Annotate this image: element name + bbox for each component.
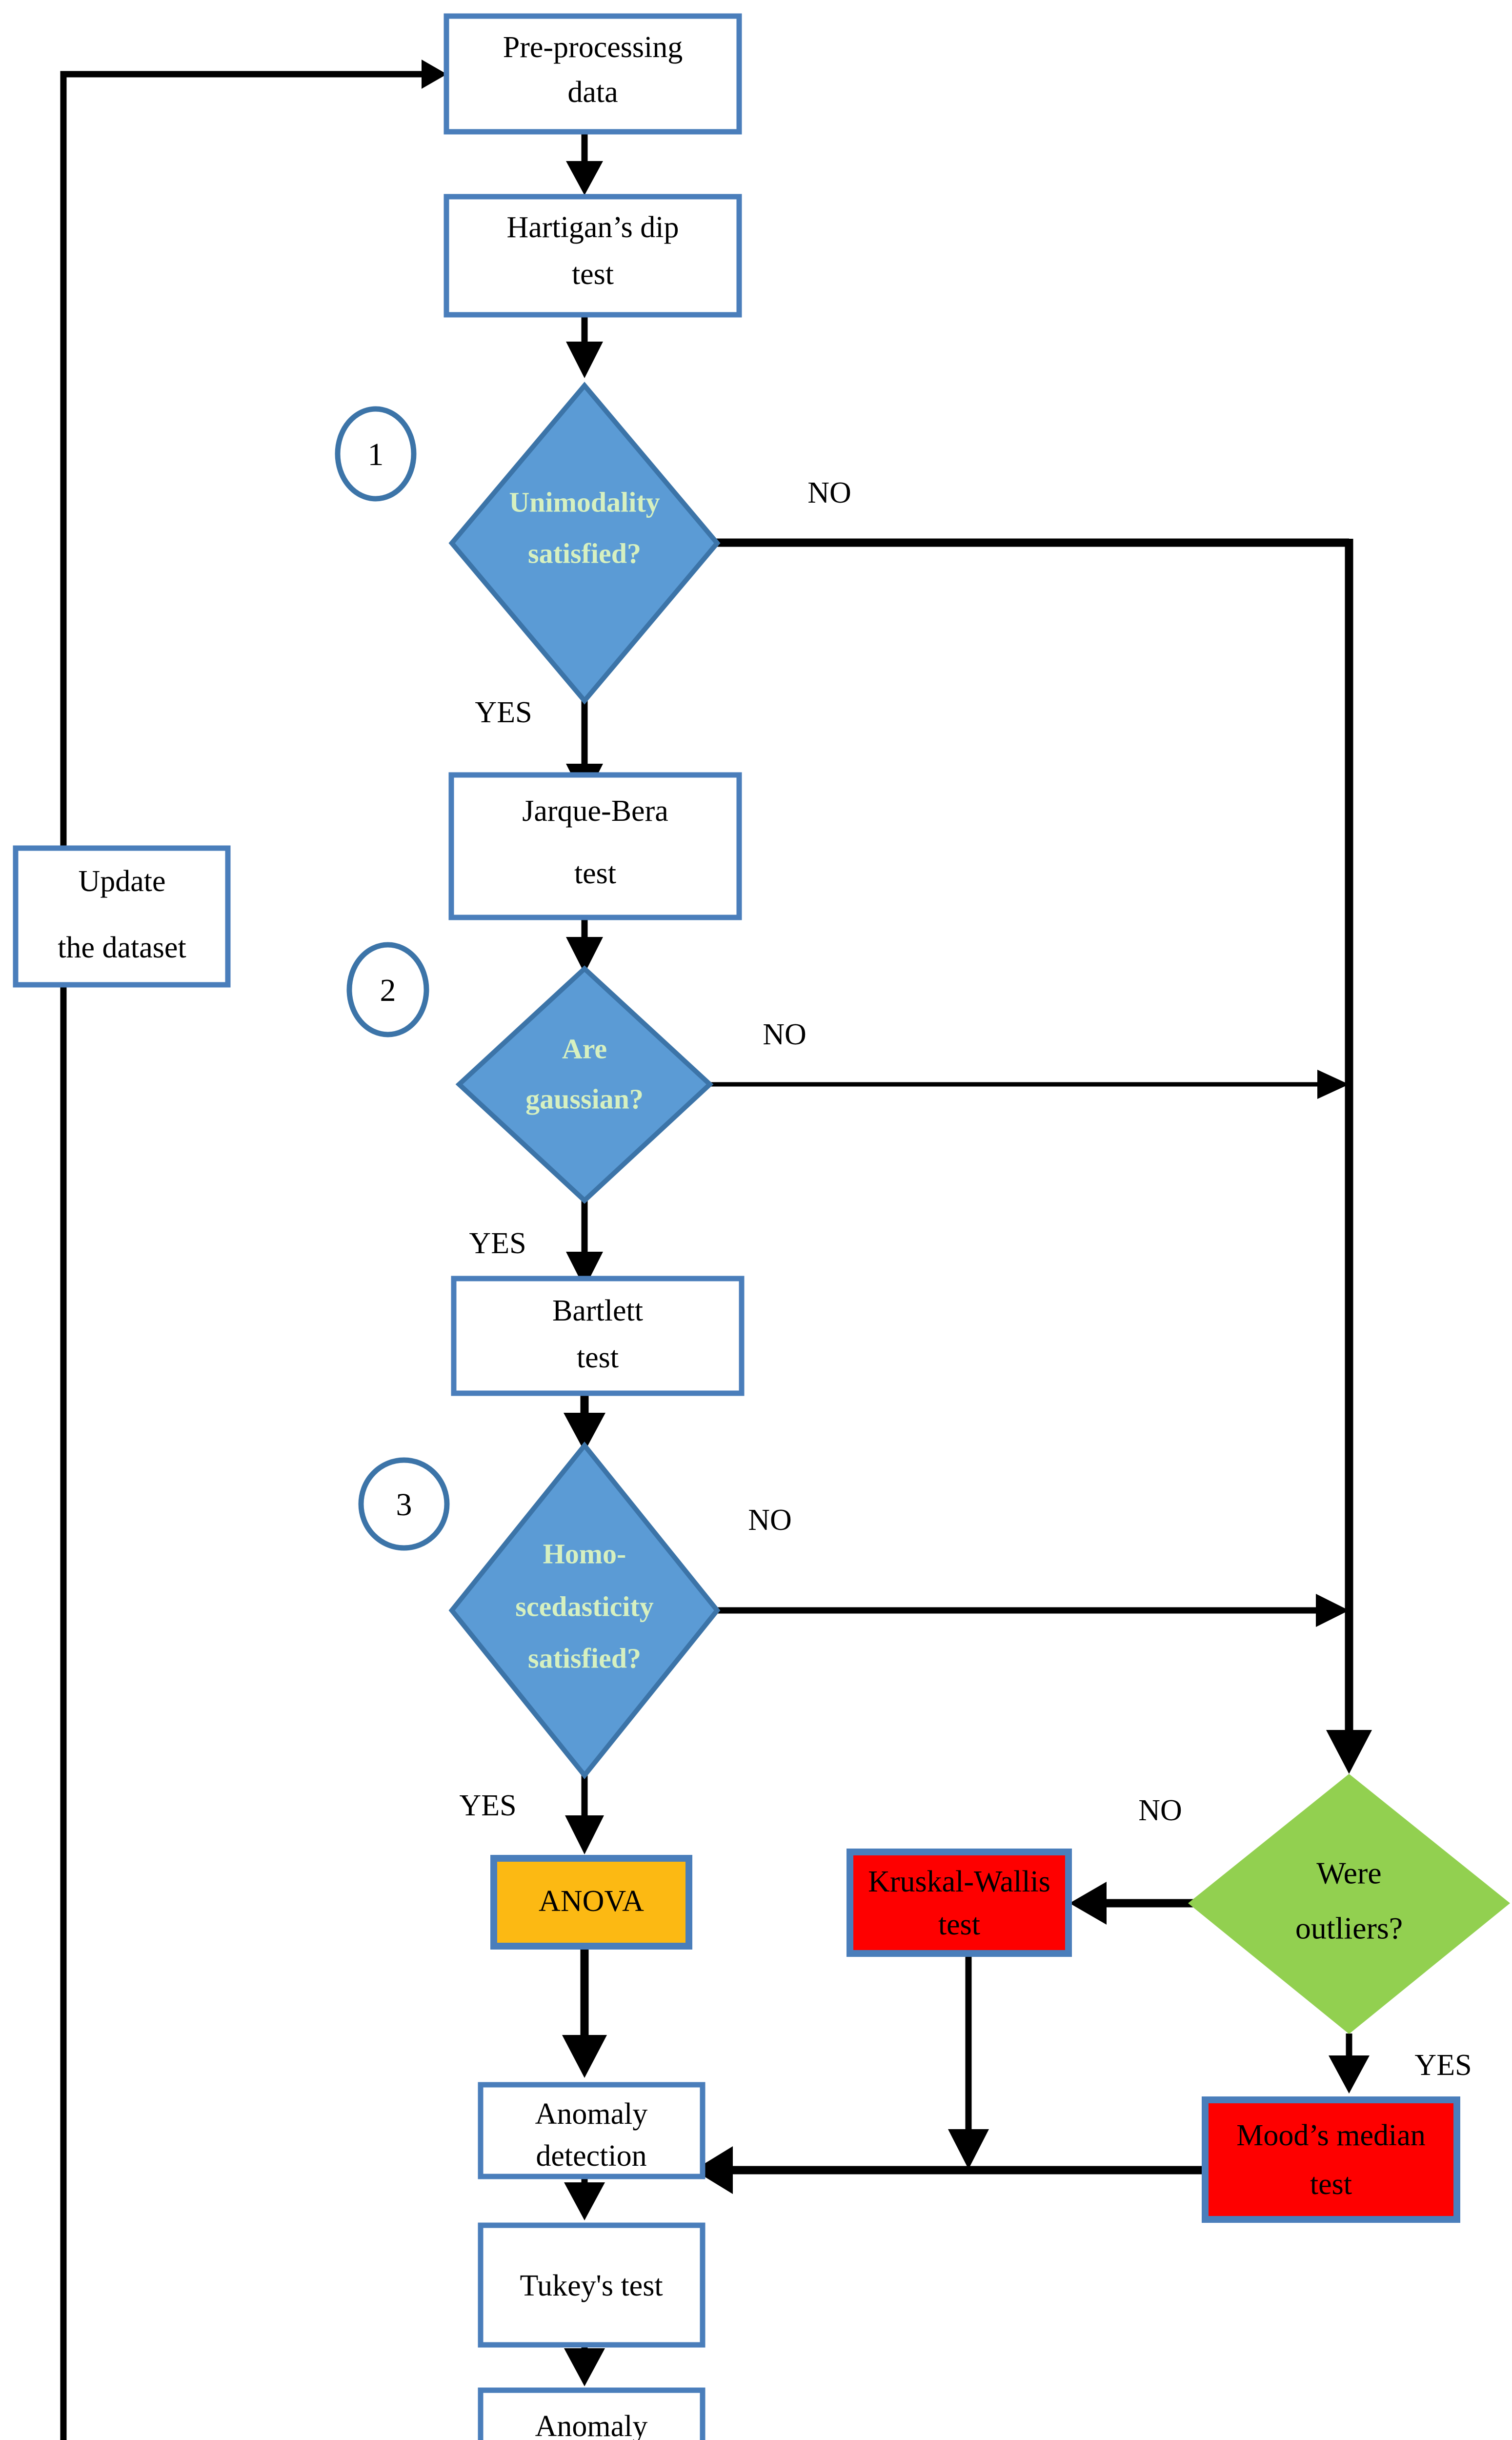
edge-jarque-gaussian bbox=[566, 917, 603, 974]
node-jarque-line-1: Jarque-Bera bbox=[522, 794, 668, 828]
edge-label-outliers-yes: YES bbox=[1414, 2049, 1472, 2082]
node-hartigan-line-2: test bbox=[572, 258, 614, 291]
step-marker-3-label: 3 bbox=[396, 1487, 412, 1523]
edge-kruskal-down bbox=[948, 1957, 989, 2169]
node-anomaly-detection-line-2: detection bbox=[536, 2139, 646, 2173]
node-anomaly-detection-line-1: Anomaly bbox=[535, 2097, 648, 2131]
edge-label-unimodality-no: NO bbox=[807, 476, 851, 509]
node-homoscedasticity-line-1: Homo- bbox=[543, 1538, 626, 1569]
node-anova[interactable]: ANOVA bbox=[490, 1855, 692, 1950]
edge-tukey-location bbox=[564, 2342, 605, 2386]
node-anomaly-location-line-1: Anomaly bbox=[535, 2410, 648, 2440]
edge-gaussian-yes bbox=[566, 1198, 603, 1288]
node-were-outliers-line-1: Were bbox=[1316, 1856, 1381, 1891]
node-preprocessing-line-1: Pre-processing bbox=[503, 31, 683, 64]
node-preprocessing[interactable]: Pre-processing data bbox=[444, 13, 742, 135]
node-anova-label: ANOVA bbox=[539, 1885, 644, 1918]
node-hartigan-line-1: Hartigan’s dip bbox=[507, 211, 679, 244]
step-marker-2-label: 2 bbox=[380, 973, 396, 1008]
node-gaussian-decision[interactable]: Are gaussian? bbox=[455, 965, 714, 1204]
edge-right-trunk bbox=[1326, 539, 1372, 1774]
node-were-outliers-decision[interactable]: Were outliers? bbox=[1188, 1774, 1510, 2034]
node-homoscedasticity-decision[interactable]: Homo- scedasticity satisfied? bbox=[448, 1442, 721, 1779]
edge-homoscedasticity-yes bbox=[565, 1769, 604, 1854]
node-jarque-bera-test[interactable]: Jarque-Bera test bbox=[448, 772, 742, 920]
node-unimodality-line-2: satisfied? bbox=[528, 537, 641, 569]
node-tukey-test[interactable]: Tukey's test bbox=[478, 2222, 706, 2348]
edge-hartigan-unimodality bbox=[566, 315, 603, 378]
node-update-dataset[interactable]: Update the dataset bbox=[13, 845, 231, 988]
node-kruskal-line-2: test bbox=[938, 1908, 980, 1941]
edge-homoscedasticity-no bbox=[716, 1594, 1349, 1627]
node-moods-median-test[interactable]: Mood’s median test bbox=[1202, 2096, 1460, 2223]
node-moods-line-1: Mood’s median bbox=[1236, 2119, 1425, 2152]
node-homoscedasticity-line-3: satisfied? bbox=[528, 1642, 641, 1674]
node-unimodality-line-1: Unimodality bbox=[509, 486, 660, 518]
edge-return-loop bbox=[60, 60, 447, 2440]
edge-anova-anomaly bbox=[562, 1947, 607, 2078]
node-moods-line-2: test bbox=[1310, 2168, 1352, 2201]
node-gaussian-line-1: Are bbox=[562, 1033, 607, 1064]
step-marker-1: 1 bbox=[335, 406, 417, 502]
node-kruskal-wallis-test[interactable]: Kruskal-Wallis test bbox=[847, 1849, 1072, 1957]
node-hartigan-dip-test[interactable]: Hartigan’s dip test bbox=[444, 194, 742, 318]
edge-moods-to-anomaly bbox=[694, 2146, 1210, 2194]
node-kruskal-line-1: Kruskal-Wallis bbox=[868, 1865, 1050, 1898]
edge-anomaly-tukey bbox=[564, 2176, 605, 2220]
edge-label-outliers-no: NO bbox=[1138, 1794, 1182, 1827]
node-preprocessing-line-2: data bbox=[567, 76, 618, 109]
node-bartlett-line-1: Bartlett bbox=[552, 1294, 643, 1327]
edge-bartlett-homoscedasticity bbox=[564, 1393, 605, 1452]
node-anomaly-location[interactable]: Anomaly location bbox=[478, 2387, 706, 2440]
edge-label-homoscedasticity-yes: YES bbox=[459, 1789, 516, 1822]
edge-outliers-yes bbox=[1329, 2033, 1370, 2094]
node-update-dataset-line-1: Update bbox=[78, 865, 165, 898]
node-homoscedasticity-line-2: scedasticity bbox=[515, 1590, 654, 1622]
node-anomaly-detection[interactable]: Anomaly detection bbox=[478, 2082, 706, 2179]
step-marker-3: 3 bbox=[358, 1457, 450, 1551]
edge-label-homoscedasticity-no: NO bbox=[748, 1504, 792, 1537]
node-tukey-label: Tukey's test bbox=[520, 2269, 663, 2302]
edge-label-gaussian-yes: YES bbox=[469, 1227, 526, 1260]
node-bartlett-line-2: test bbox=[577, 1341, 619, 1374]
step-marker-1-label: 1 bbox=[368, 437, 384, 472]
arrowhead-return bbox=[422, 60, 447, 89]
edge-label-gaussian-no: NO bbox=[763, 1018, 806, 1051]
node-jarque-line-2: test bbox=[574, 857, 616, 890]
node-were-outliers-line-2: outliers? bbox=[1295, 1911, 1403, 1946]
node-update-dataset-line-2: the dataset bbox=[58, 931, 186, 964]
edge-preprocessing-hartigan bbox=[566, 132, 603, 195]
edge-gaussian-no bbox=[709, 1070, 1349, 1099]
node-bartlett-test[interactable]: Bartlett test bbox=[451, 1276, 745, 1396]
edge-label-unimodality-yes: YES bbox=[475, 696, 532, 729]
node-gaussian-line-2: gaussian? bbox=[525, 1083, 644, 1115]
node-unimodality-decision[interactable]: Unimodality satisfied? bbox=[448, 382, 721, 705]
step-marker-2: 2 bbox=[346, 942, 429, 1037]
